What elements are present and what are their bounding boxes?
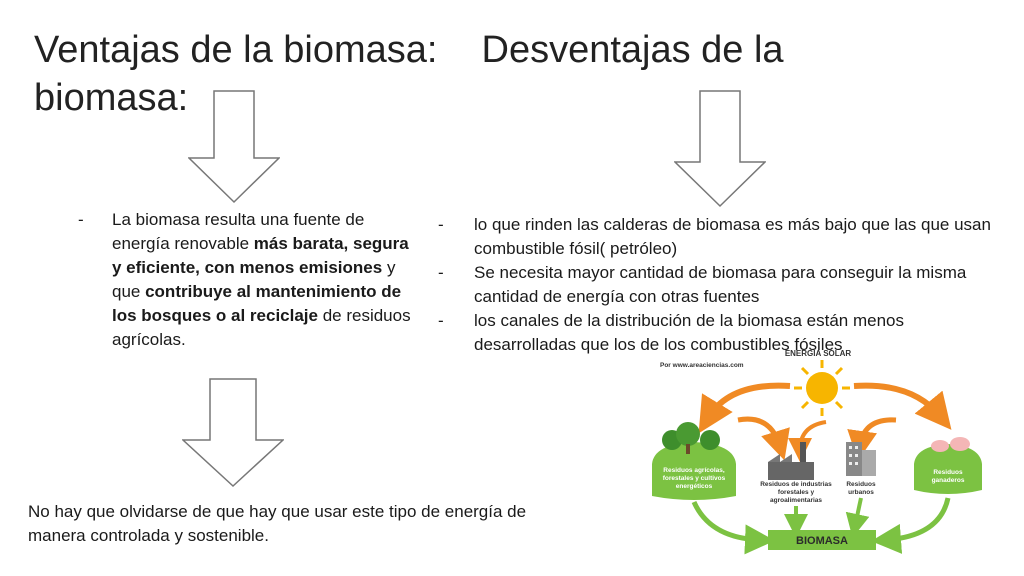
conclusion-text: No hay que olvidarse de que hay que usar… [28,502,527,545]
svg-text:Residuos de industrias: Residuos de industrias [760,481,832,488]
svg-text:Residuos: Residuos [933,469,963,476]
orange-arrow [847,417,897,461]
slide-title: Ventajas de la biomasa: Desventajas de la… [34,26,894,122]
down-arrow-icon [182,378,284,488]
advantage-item: - La biomasa resulta una fuente de energ… [78,208,418,352]
title-advantages: Ventajas de la biomasa: [34,29,438,71]
title-disadvantages: Desventajas de la [481,29,784,71]
orange-arrow [737,416,790,461]
orange-arrow [853,382,952,430]
buildings-icon [846,442,876,476]
factory-icon [768,442,814,480]
svg-text:urbanos: urbanos [848,489,874,496]
svg-text:Residuos agrícolas,: Residuos agrícolas, [663,467,725,474]
orange-arrow [698,382,791,434]
svg-text:forestales y: forestales y [778,489,815,496]
disadvantage-item: -Se necesita mayor cantidad de biomasa p… [438,263,967,306]
source-label: Por www.areaciencias.com [660,362,744,369]
disadvantage-item: -lo que rinden las calderas de biomasa e… [438,215,991,258]
green-arrow [691,500,775,555]
biomasa-box [768,530,876,550]
svg-text:forestales y cultivos: forestales y cultivos [663,475,726,482]
svg-text:ganaderos: ganaderos [932,477,965,484]
agricultural-waste-icon: Residuos agrícolas, forestales y cultivo… [652,422,736,500]
down-arrow-icon [188,90,280,204]
energy-solar-label: ENERGÍA SOLAR [785,349,852,358]
disadvantages-list: -lo que rinden las calderas de biomasa e… [434,213,1004,357]
svg-text:Residuos: Residuos [846,481,876,488]
biomass-infographic: ENERGÍA SOLAR Por www.areaciencias.com [650,346,990,556]
list-dash: - [78,210,84,229]
advantage-text: La biomasa resulta una fuente de energía… [112,210,411,349]
sun-icon [794,360,850,416]
disadvantage-item: -los canales de la distribución de la bi… [438,311,904,354]
biomasa-label: BIOMASA [796,535,848,547]
livestock-waste-icon: Residuos ganaderos [914,437,982,494]
advantages-list: - La biomasa resulta una fuente de energ… [78,208,418,352]
green-arrow [871,497,951,554]
svg-text:energéticos: energéticos [676,483,713,490]
down-arrow-icon [674,90,766,208]
title-biomasa: biomasa: [34,77,189,119]
green-arrow [845,497,870,538]
svg-text:agroalimentarias: agroalimentarias [770,497,822,504]
